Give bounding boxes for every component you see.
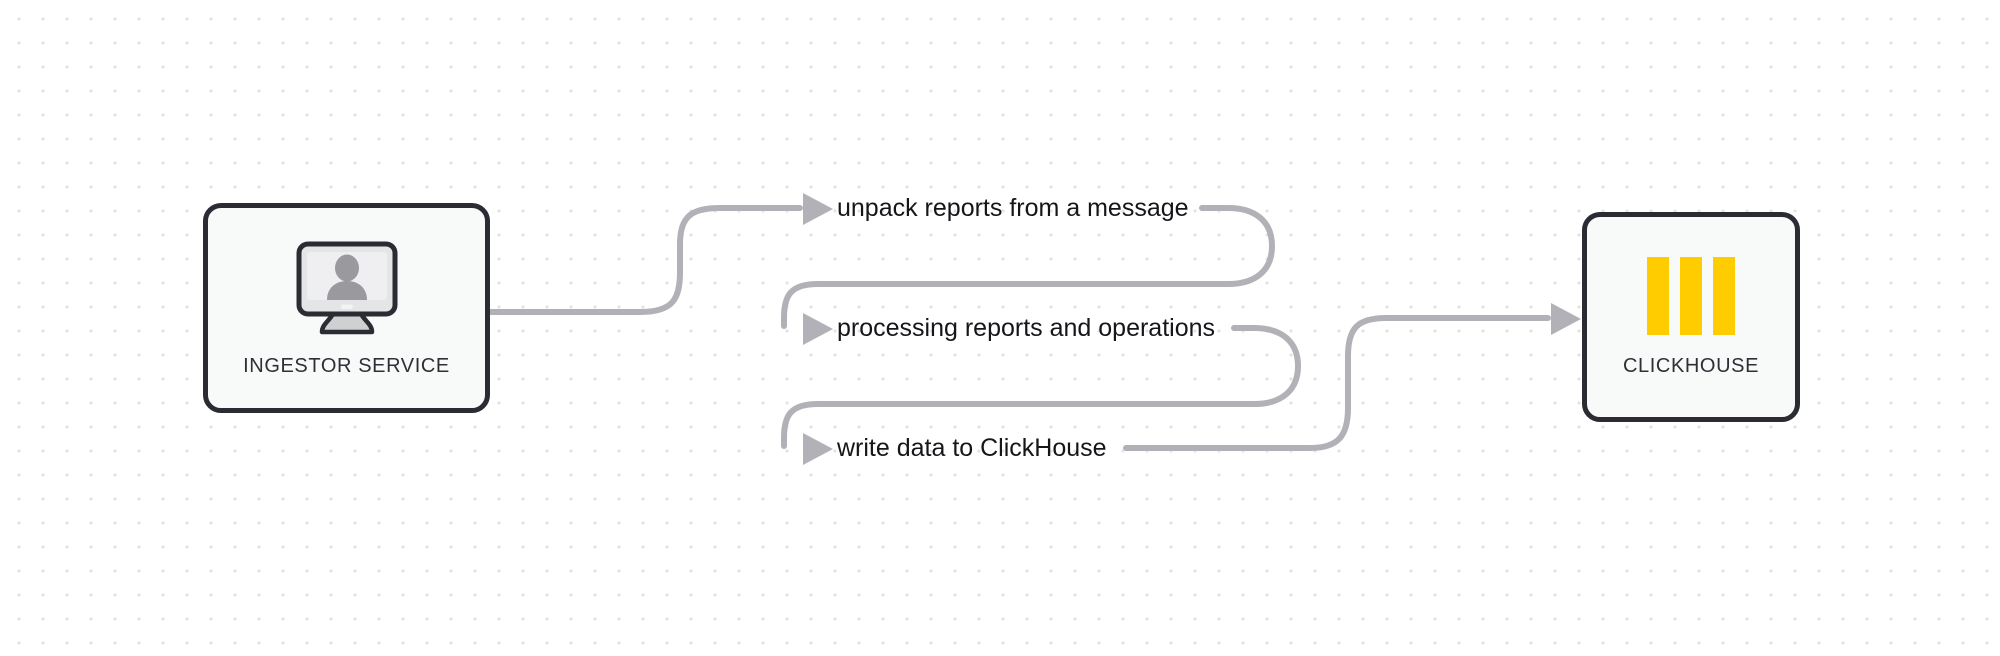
- monitor-user-icon: [288, 239, 406, 339]
- node-label-ingestor-service: INGESTOR SERVICE: [243, 354, 450, 377]
- edge-label-unpack: unpack reports from a message: [837, 194, 1189, 222]
- edge-path-ingestor-to-unpack: [487, 205, 803, 315]
- edge-label-processing: processing reports and operations: [837, 314, 1216, 342]
- edge-arrowhead-clickhouse: [1551, 303, 1581, 335]
- node-clickhouse[interactable]: CLICKHOUSE: [1582, 212, 1800, 422]
- clickhouse-logo-icon: [1643, 256, 1739, 335]
- edge-path-processing-to-write: [781, 325, 1301, 449]
- edge-label-write-data: write data to ClickHouse: [837, 434, 1107, 462]
- edge-path-unpack-to-processing: [781, 205, 1275, 329]
- edge-arrowhead-unpack: [803, 193, 833, 225]
- edge-arrowhead-write: [803, 433, 833, 465]
- edge-arrowhead-processing: [803, 313, 833, 345]
- node-label-clickhouse: CLICKHOUSE: [1622, 354, 1760, 377]
- node-ingestor-service[interactable]: INGESTOR SERVICE: [203, 203, 490, 413]
